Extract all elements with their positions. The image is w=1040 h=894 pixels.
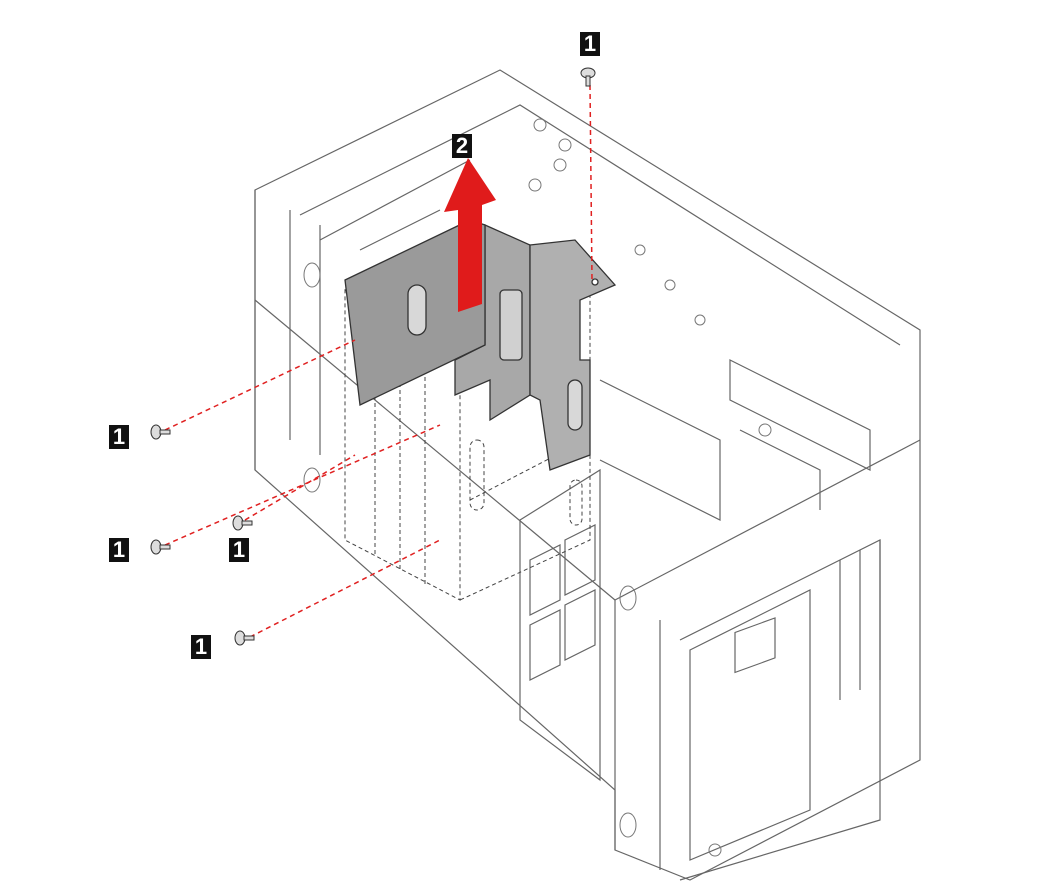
screw-icon xyxy=(232,515,253,531)
screw-icon xyxy=(580,67,596,87)
hdd-bracket xyxy=(344,219,617,471)
screw-icon xyxy=(150,424,171,440)
callout-screw-top: 1 xyxy=(580,32,600,56)
lift-arrow-icon xyxy=(444,158,496,312)
callout-lift-bracket: 2 xyxy=(452,134,472,158)
screw-guide-lines xyxy=(164,84,593,638)
chassis-detail-holes xyxy=(303,118,772,857)
chassis-outline xyxy=(254,69,921,881)
screw-icon xyxy=(234,630,255,646)
callout-screw-left-middle: 1 xyxy=(109,538,129,562)
screw-icon xyxy=(150,539,171,555)
screws xyxy=(150,67,596,646)
callout-screw-left-upper: 1 xyxy=(109,425,129,449)
callout-screw-left-lower: 1 xyxy=(191,635,211,659)
callout-screw-inner-middle: 1 xyxy=(229,538,249,562)
